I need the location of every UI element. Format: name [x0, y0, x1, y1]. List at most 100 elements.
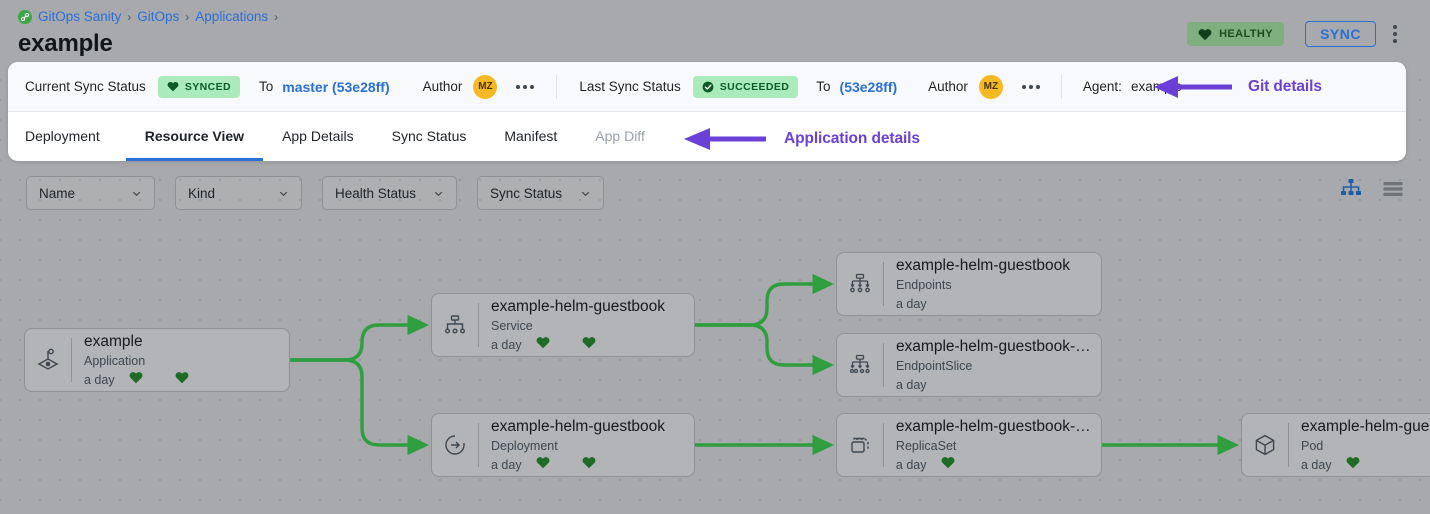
node-age: a day	[895, 377, 927, 392]
chevron-down-icon	[132, 191, 141, 196]
view-toggle-group	[1340, 178, 1404, 200]
node-age: a day	[1301, 457, 1332, 472]
check-circle-icon	[702, 81, 714, 92]
current-sync-more-icon[interactable]	[516, 84, 535, 89]
avatar-current-author[interactable]: MZ	[473, 74, 498, 99]
graph-node-replicaset[interactable]: example-helm-guestbook-74… ReplicaSet a …	[836, 413, 1102, 477]
graph-node-endpoints[interactable]: example-helm-guestbook Endpoints a day	[836, 252, 1102, 316]
node-title: example-helm-guestbook	[491, 297, 666, 315]
filter-name[interactable]: Name	[26, 176, 155, 210]
annotation-application-details: Application details	[682, 126, 920, 152]
more-vertical-icon[interactable]	[1386, 22, 1404, 46]
tab-resource-view[interactable]: Resource View	[125, 113, 264, 161]
filter-label: Health Status	[335, 185, 417, 201]
annotation-label: Application details	[784, 130, 920, 147]
tab-manifest[interactable]: Manifest	[504, 127, 558, 144]
page-title: example	[18, 30, 113, 57]
list-view-icon[interactable]	[1382, 178, 1404, 200]
graph-node-application[interactable]: example Application a day	[24, 328, 290, 392]
sync-heart-icon	[582, 456, 596, 475]
filter-label: Sync Status	[490, 185, 563, 201]
current-sync-status-badge: SYNCED	[157, 75, 240, 98]
breadcrumb-item-gitops[interactable]: GitOps	[137, 9, 180, 24]
sync-heart-icon	[582, 336, 596, 355]
node-kind: ReplicaSet	[895, 438, 957, 453]
chevron-down-icon	[581, 191, 590, 196]
page-header: GitOps Sanity › GitOps › Applications › …	[0, 0, 1430, 62]
node-divider	[478, 423, 479, 467]
arrow-left-icon	[1152, 74, 1232, 100]
breadcrumb-item-applications[interactable]: Applications	[195, 9, 269, 24]
filter-sync-status[interactable]: Sync Status	[477, 176, 604, 210]
agent-label: Agent:	[1082, 79, 1122, 94]
node-age: a day	[491, 337, 522, 352]
health-heart-icon	[536, 336, 550, 355]
graph-node-deployment[interactable]: example-helm-guestbook Deployment a day	[431, 413, 695, 477]
last-sync-more-icon[interactable]	[1021, 84, 1040, 89]
tab-app-diff: App Diff	[595, 127, 645, 144]
node-title: example-helm-guestbook-74…	[895, 417, 1091, 435]
breadcrumb-separator: ›	[127, 9, 132, 24]
health-badge-label: HEALTHY	[1219, 28, 1273, 40]
node-age: a day	[895, 457, 927, 472]
node-kind: Endpoints	[896, 277, 952, 292]
annotation-label: Git details	[1248, 78, 1322, 95]
graph-node-service[interactable]: example-helm-guestbook Service a day	[431, 293, 695, 357]
tab-app-details[interactable]: App Details	[282, 127, 354, 144]
node-age: a day	[896, 296, 927, 311]
tab-sync-status[interactable]: Sync Status	[391, 127, 467, 144]
node-title: example-helm-guestbook	[491, 417, 666, 435]
divider	[556, 74, 558, 99]
current-sync-status-label: Current Sync Status	[25, 79, 146, 94]
breadcrumb-separator: ›	[274, 9, 279, 24]
node-age: a day	[491, 457, 522, 472]
node-kind: Deployment	[491, 438, 558, 453]
graph-node-pod[interactable]: example-helm-guest Pod a day	[1241, 413, 1430, 477]
current-sync-status-text: SYNCED	[184, 80, 231, 93]
node-meta: a day	[896, 456, 1091, 475]
current-revision-link[interactable]: master (53e28ff)	[282, 78, 390, 95]
chevron-down-icon	[279, 191, 288, 196]
tab-deployment[interactable]: Deployment	[25, 127, 100, 144]
graph-nodes: example Application a day	[0, 62, 1430, 514]
application-icon	[25, 347, 71, 373]
sync-button[interactable]: SYNC	[1305, 21, 1376, 47]
node-meta: a day	[491, 336, 684, 355]
last-sync-status-badge: SUCCEEDED	[692, 75, 799, 98]
last-sync-status-label: Last Sync Status	[579, 79, 681, 94]
last-sync-status-text: SUCCEEDED	[719, 80, 790, 93]
node-title: example-helm-guestbook	[896, 256, 1071, 274]
health-heart-icon	[1346, 456, 1360, 475]
filter-kind[interactable]: Kind	[175, 176, 302, 210]
node-title: example-helm-guestbook-ct…	[895, 337, 1091, 355]
heart-icon	[167, 81, 179, 92]
graph-node-endpointslice[interactable]: example-helm-guestbook-ct… EndpointSlice…	[836, 333, 1102, 397]
last-revision-link[interactable]: (53e28ff)	[839, 78, 898, 95]
breadcrumb-separator: ›	[185, 9, 190, 24]
filter-label: Name	[39, 185, 76, 201]
service-icon	[432, 312, 478, 338]
breadcrumb-item-gitops-sanity[interactable]: GitOps Sanity	[38, 9, 122, 24]
annotation-git-details: Git details	[1152, 74, 1322, 100]
arrow-left-icon	[682, 126, 766, 152]
gitops-logo-icon	[18, 9, 32, 24]
node-divider	[883, 262, 884, 306]
breadcrumb: GitOps Sanity › GitOps › Applications ›	[18, 9, 278, 24]
last-author-label: Author	[928, 79, 968, 94]
avatar-last-author[interactable]: MZ	[978, 74, 1003, 99]
node-kind: Application	[84, 353, 146, 368]
pod-icon	[1242, 432, 1288, 458]
divider	[1060, 74, 1062, 99]
node-meta: a day	[491, 456, 684, 475]
replicaset-icon	[837, 432, 883, 458]
tree-view-icon[interactable]	[1340, 178, 1362, 200]
sync-heart-icon	[175, 371, 189, 390]
node-divider	[71, 338, 72, 382]
current-author-label: Author	[422, 79, 463, 94]
node-title: example	[84, 332, 143, 350]
filter-health-status[interactable]: Health Status	[322, 176, 457, 210]
sync-button-label: SYNC	[1320, 26, 1361, 42]
status-badge-health: HEALTHY	[1187, 22, 1284, 46]
graph-edges	[290, 273, 1240, 456]
